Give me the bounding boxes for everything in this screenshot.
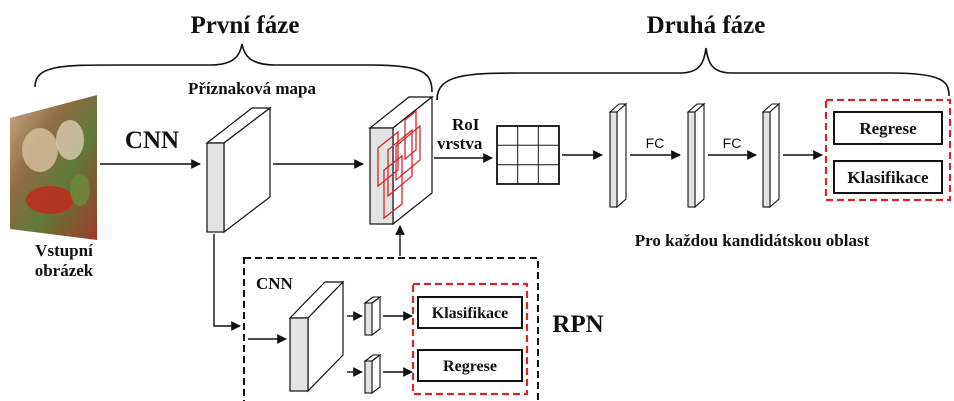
per-proposal-label: Pro každou kandidátskou oblast	[635, 231, 870, 250]
head2-regression-box	[833, 111, 943, 145]
input-label-line1: Vstupní	[35, 241, 93, 260]
stage1-brace	[34, 43, 433, 93]
rpn-cnn-label: CNN	[256, 274, 294, 293]
head2-classification-box	[833, 160, 943, 194]
feature-map-label: Příznaková mapa	[188, 79, 316, 98]
input-image	[10, 95, 97, 240]
fc-vector-1	[608, 102, 628, 209]
rpn-regression-label: Regrese	[443, 358, 497, 375]
head2-red-frame	[824, 98, 952, 202]
fc1-label: FC	[646, 135, 665, 151]
rpn-regression-box	[417, 349, 523, 382]
stage1-title: První fáze	[191, 12, 300, 39]
feature-map-block	[205, 106, 272, 234]
stage2-brace	[436, 47, 950, 101]
roi-label-line2: vrstva	[437, 134, 483, 153]
head2-classification-label: Klasifikace	[847, 168, 929, 187]
fc-vector-2	[686, 102, 706, 209]
roi-grid	[496, 125, 560, 185]
rpn-classification-box	[417, 296, 523, 329]
fc2-label: FC	[723, 135, 742, 151]
rpn-red-frame	[411, 282, 529, 396]
roi-label-line1: RoI	[452, 115, 480, 134]
head2-regression-label: Regrese	[859, 119, 917, 138]
rpn-classification-label: Klasifikace	[432, 305, 508, 322]
rpn-frame	[243, 257, 539, 401]
rpn-conv-block	[288, 280, 345, 393]
rpn-reg-vector	[363, 353, 382, 395]
fc-vector-3	[761, 102, 781, 209]
rpn-label: RPN	[552, 311, 603, 338]
cnn-main-label: CNN	[125, 127, 179, 154]
rpn-cls-vector	[363, 295, 382, 337]
stage2-title: Druhá fáze	[647, 12, 766, 39]
proposal-feature-map	[368, 95, 434, 226]
proposal-boxes	[377, 109, 421, 220]
arrow-featuremap-to-rpn	[213, 234, 241, 331]
input-label-line2: obrázek	[35, 261, 94, 280]
